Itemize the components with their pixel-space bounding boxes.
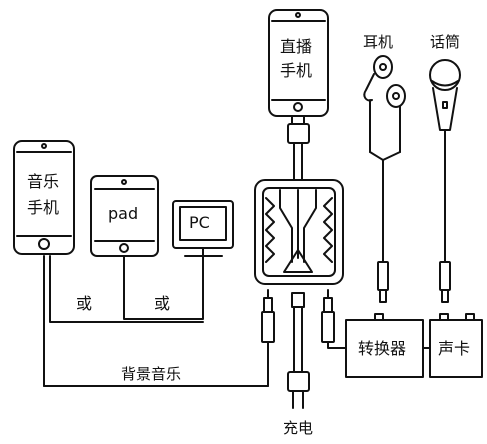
converter-box: [345, 313, 431, 378]
or-label-1: 或: [76, 294, 93, 313]
live-phone-label-line1: 直播: [280, 37, 313, 56]
earphones-label: 耳机: [363, 33, 394, 51]
music-source-wiring: [43, 255, 269, 387]
sound-card-box: [429, 313, 483, 378]
charging-label: 充电: [283, 419, 314, 437]
hub-to-converter-cable: [327, 341, 347, 349]
music-phone-label-line2: 手机: [27, 198, 60, 217]
or-label-2: 或: [154, 294, 171, 313]
music-phone: [13, 140, 75, 255]
background-music-label: 背景音乐: [121, 365, 182, 383]
live-phone-label-line2: 手机: [280, 61, 313, 80]
charging-cable: [287, 292, 310, 409]
music-phone-label-line1: 音乐: [27, 172, 60, 191]
pc-label: PC: [189, 213, 210, 232]
converter-label: 转换器: [358, 339, 407, 358]
earphones: [363, 55, 406, 303]
live-phone-connector: [287, 115, 310, 181]
sound-card-label: 声卡: [438, 339, 471, 358]
microphone-label: 话筒: [430, 33, 461, 51]
adapter-hub: [254, 179, 344, 285]
microphone: [429, 59, 461, 303]
tablet-label: pad: [108, 204, 139, 223]
